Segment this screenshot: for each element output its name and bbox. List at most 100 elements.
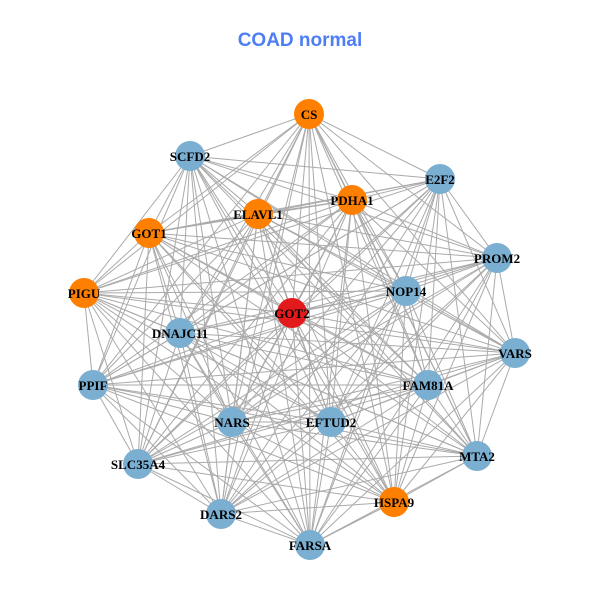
node-circle xyxy=(69,278,99,308)
node-ppif[interactable]: PPIF xyxy=(78,370,108,400)
edge-GOT2-DARS2 xyxy=(220,312,293,515)
node-dnajc11[interactable]: DNAJC11 xyxy=(152,318,208,348)
edge-NOP14-PPIF xyxy=(92,290,407,386)
node-circle xyxy=(123,449,153,479)
edge-SCFD2-PDHA1 xyxy=(189,155,353,201)
node-circle xyxy=(482,243,512,273)
edge-PPIF-MTA2 xyxy=(92,384,478,457)
node-slc35a4[interactable]: SLC35A4 xyxy=(111,449,166,479)
edge-PDHA1-VARS xyxy=(351,199,516,354)
edge-VARS-DARS2 xyxy=(220,352,516,515)
edge-GOT2-DNAJC11 xyxy=(179,312,293,334)
node-circle xyxy=(391,276,421,306)
edge-ELAVL1-PPIF xyxy=(92,213,259,386)
node-nop14[interactable]: NOP14 xyxy=(386,276,427,306)
node-got1[interactable]: GOT1 xyxy=(131,218,167,248)
edge-NARS-DARS2 xyxy=(220,421,233,515)
edge-PPIF-FARSA xyxy=(92,384,311,546)
edge-SCFD2-SLC35A4 xyxy=(137,155,191,465)
edge-EFTUD2-MTA2 xyxy=(330,421,478,457)
node-eftud2[interactable]: EFTUD2 xyxy=(306,407,357,437)
edge-E2F2-PIGU xyxy=(83,178,441,294)
edge-PROM2-EFTUD2 xyxy=(330,257,498,423)
node-hspa9[interactable]: HSPA9 xyxy=(374,487,415,517)
node-e2f2[interactable]: E2F2 xyxy=(425,164,455,194)
node-nars[interactable]: NARS xyxy=(214,407,250,437)
edge-FAM81A-FARSA xyxy=(309,384,429,546)
edge-GOT1-HSPA9 xyxy=(148,232,395,503)
edge-ELAVL1-FARSA xyxy=(257,213,311,546)
edge-E2F2-DARS2 xyxy=(220,178,441,515)
edge-CS-EFTUD2 xyxy=(308,113,332,423)
edge-ELAVL1-GOT1 xyxy=(148,213,259,234)
edge-FAM81A-HSPA9 xyxy=(393,384,429,503)
node-dars2[interactable]: DARS2 xyxy=(200,499,242,529)
node-label: PROM2 xyxy=(474,251,520,266)
edge-HSPA9-FARSA xyxy=(309,501,395,546)
edge-CS-E2F2 xyxy=(308,113,441,180)
edge-DNAJC11-PPIF xyxy=(92,332,181,386)
edge-PROM2-PIGU xyxy=(83,257,498,294)
node-circle xyxy=(134,218,164,248)
edge-FAM81A-EFTUD2 xyxy=(330,384,429,423)
node-label: NARS xyxy=(214,415,249,430)
edge-PIGU-FARSA xyxy=(83,292,311,546)
node-vars[interactable]: VARS xyxy=(498,338,532,368)
node-label: EFTUD2 xyxy=(306,415,357,430)
node-cs[interactable]: CS xyxy=(294,99,324,129)
node-label: SCFD2 xyxy=(170,149,210,164)
edge-CS-DARS2 xyxy=(220,113,310,515)
edge-SCFD2-VARS xyxy=(189,155,516,354)
edge-ELAVL1-MTA2 xyxy=(257,213,478,457)
node-pigu[interactable]: PIGU xyxy=(68,278,101,308)
edge-E2F2-GOT1 xyxy=(148,178,441,234)
edge-PIGU-HSPA9 xyxy=(83,292,395,503)
node-circle xyxy=(78,370,108,400)
edge-VARS-MTA2 xyxy=(476,352,516,457)
node-prom2[interactable]: PROM2 xyxy=(474,243,520,273)
node-mta2[interactable]: MTA2 xyxy=(459,441,495,471)
node-circle xyxy=(316,407,346,437)
edge-E2F2-PROM2 xyxy=(439,178,498,259)
edge-GOT1-EFTUD2 xyxy=(148,232,332,423)
node-circle xyxy=(217,407,247,437)
edge-EFTUD2-FARSA xyxy=(309,421,332,546)
node-scfd2[interactable]: SCFD2 xyxy=(170,141,210,171)
node-label: DNAJC11 xyxy=(152,326,208,341)
node-label: FAM81A xyxy=(402,378,454,393)
edge-PDHA1-NOP14 xyxy=(351,199,407,292)
edge-CS-VARS xyxy=(308,113,516,354)
edge-HSPA9-DARS2 xyxy=(220,501,395,515)
edge-CS-PPIF xyxy=(92,113,310,386)
node-circle xyxy=(425,164,455,194)
node-elavl1[interactable]: ELAVL1 xyxy=(233,199,283,229)
node-farsa[interactable]: FARSA xyxy=(289,530,332,560)
edge-ELAVL1-PIGU xyxy=(83,213,259,294)
edge-NARS-HSPA9 xyxy=(231,421,395,503)
edge-SCFD2-E2F2 xyxy=(189,155,441,180)
node-circle xyxy=(175,141,205,171)
node-label: PDHA1 xyxy=(330,193,373,208)
edge-GOT1-VARS xyxy=(148,232,516,354)
edge-layer xyxy=(83,113,516,546)
edge-VARS-PPIF xyxy=(92,352,516,386)
edge-GOT1-PROM2 xyxy=(148,232,498,259)
node-circle xyxy=(379,487,409,517)
edge-GOT2-FAM81A xyxy=(291,312,429,386)
node-label: GOT2 xyxy=(274,306,309,321)
edge-GOT1-NOP14 xyxy=(148,232,407,292)
edge-NARS-SLC35A4 xyxy=(137,421,233,465)
edge-GOT2-PPIF xyxy=(92,312,293,386)
node-got2[interactable]: GOT2 xyxy=(274,298,310,328)
edge-EFTUD2-SLC35A4 xyxy=(137,421,332,465)
node-label: VARS xyxy=(498,346,532,361)
node-label: PPIF xyxy=(79,378,108,393)
edge-GOT1-MTA2 xyxy=(148,232,478,457)
node-pdha1[interactable]: PDHA1 xyxy=(330,185,374,215)
node-fam81a[interactable]: FAM81A xyxy=(402,370,454,400)
edge-DNAJC11-EFTUD2 xyxy=(179,332,332,423)
edge-PDHA1-PIGU xyxy=(83,199,353,294)
node-circle xyxy=(277,298,307,328)
